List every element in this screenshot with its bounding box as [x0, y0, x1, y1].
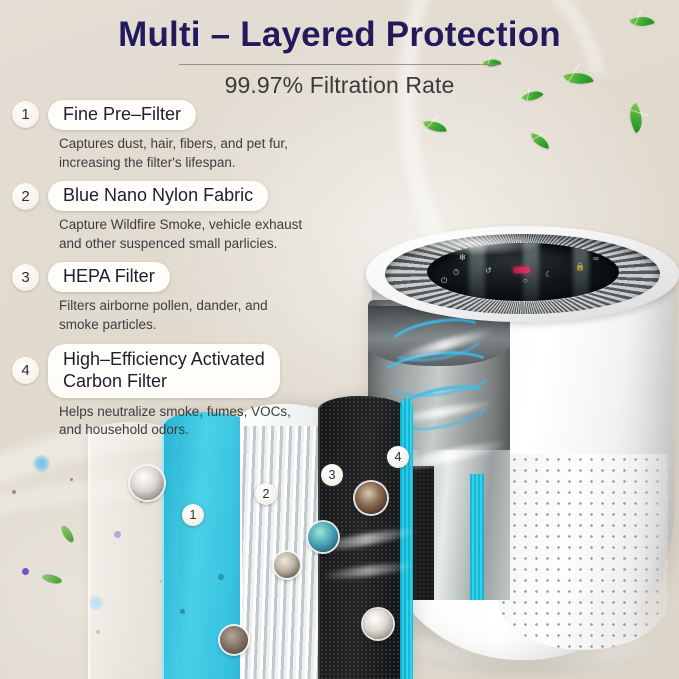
feature-item-4: 4 High–Efficiency Activated Carbon Filte…	[12, 343, 342, 440]
feature-list: 1 Fine Pre–Filter Captures dust, hair, f…	[12, 100, 342, 449]
wifi-icon[interactable]: ∞	[593, 254, 599, 263]
feature-label-pill: Blue Nano Nylon Fabric	[48, 181, 269, 212]
magnifier-odor-molecule	[355, 482, 387, 514]
magnifier-dust	[130, 466, 164, 500]
nylon-layer-edge	[400, 398, 413, 679]
fan-speed-icon[interactable]: ❇	[459, 253, 466, 262]
pollen-particle	[33, 455, 50, 472]
leaf-icon	[622, 102, 650, 134]
hepa-top-cap	[240, 404, 330, 426]
dust-speck	[12, 490, 16, 494]
exploded-filter-layers: 1 2 3 4	[70, 396, 470, 679]
feature-number-badge: 3	[12, 263, 39, 291]
feature-label-pill: High–Efficiency Activated Carbon Filter	[48, 343, 280, 398]
feature-number-badge: 1	[12, 101, 39, 129]
page-title: Multi – Layered Protection	[118, 15, 561, 54]
feature-item-2: 2 Blue Nano Nylon Fabric Capture Wildfir…	[12, 181, 342, 253]
subtitle: 99.97% Filtration Rate	[224, 71, 455, 98]
panel-reflection	[469, 243, 485, 301]
magnifier-pollen	[274, 552, 300, 578]
magnifier-smoke-particle	[308, 522, 338, 552]
leaf-icon	[528, 132, 552, 149]
auto-mode-icon[interactable]: ○	[523, 276, 528, 285]
lock-icon[interactable]: 🔒	[575, 262, 585, 271]
perforated-air-outlet	[498, 454, 668, 650]
dust-speck	[218, 574, 224, 580]
filter-marker-4: 4	[387, 446, 409, 468]
feature-label-line-1: High–Efficiency Activated	[63, 348, 265, 369]
power-icon[interactable]: ⏻	[441, 276, 448, 285]
nylon-layer-edge	[470, 474, 484, 600]
feature-label-pill: Fine Pre–Filter	[48, 100, 197, 130]
virus-particle	[22, 568, 29, 575]
feature-number-badge: 2	[12, 182, 39, 210]
filter-reset-icon[interactable]: ↺	[485, 266, 492, 275]
feature-description: Filters airborne pollen, dander, and smo…	[59, 298, 268, 332]
timer-icon[interactable]: ⏱	[453, 268, 460, 277]
feature-description: Captures dust, hair, fibers, and pet fur…	[59, 135, 288, 170]
status-indicator	[513, 267, 530, 273]
air-purifier: ❇ ⏱ ⏻ ↺ ☾ 🔒 ○ ∞	[366, 196, 679, 679]
feature-header: 4 High–Efficiency Activated Carbon Filte…	[12, 343, 342, 398]
top-highlight	[396, 230, 546, 256]
feature-header: 2 Blue Nano Nylon Fabric	[12, 181, 342, 212]
feature-label-pill: HEPA Filter	[48, 262, 170, 293]
feature-label-line-2: Carbon Filter	[63, 370, 168, 391]
header: Multi – Layered Protection 99.97% Filtra…	[0, 0, 679, 99]
dust-speck	[70, 478, 73, 481]
title-divider	[178, 63, 501, 65]
feature-header: 3 HEPA Filter	[12, 262, 342, 293]
filter-marker-3: 3	[321, 464, 343, 486]
dust-speck	[180, 609, 185, 614]
feature-item-3: 3 HEPA Filter Filters airborne pollen, d…	[12, 262, 342, 334]
filter-marker-1: 1	[182, 504, 204, 526]
feature-item-1: 1 Fine Pre–Filter Captures dust, hair, f…	[12, 100, 342, 172]
panel-reflection	[573, 243, 589, 301]
night-mode-icon[interactable]: ☾	[545, 270, 553, 279]
feature-number-badge: 4	[12, 357, 39, 385]
feature-header: 1 Fine Pre–Filter	[12, 100, 342, 130]
filter-marker-2: 2	[255, 483, 277, 505]
feature-description: Helps neutralize smoke, fumes, VOCs, and…	[59, 403, 291, 438]
magnifier-particle	[220, 626, 248, 654]
feature-description: Capture Wildfire Smoke, vehicle exhaust …	[59, 217, 303, 251]
leaf-icon	[423, 115, 447, 135]
panel-reflection	[523, 243, 539, 301]
magnifier-smoke	[363, 609, 393, 639]
